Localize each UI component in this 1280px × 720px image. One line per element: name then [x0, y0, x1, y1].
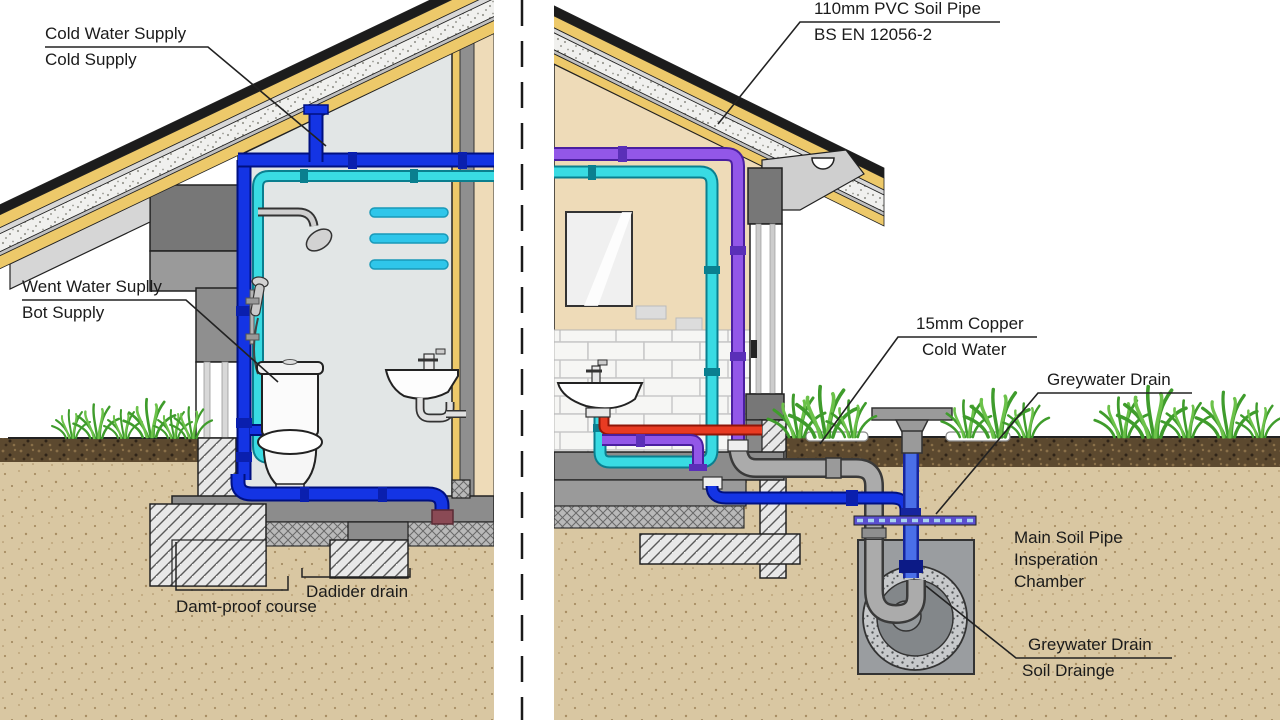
vent-branch-pipe	[602, 434, 707, 471]
label-line: Greywater Drain	[1047, 370, 1171, 389]
towel-rails	[369, 207, 449, 270]
basin-left	[384, 348, 466, 423]
label-line: Main Soil Pipe	[1014, 528, 1123, 547]
greywater-lower-leader	[925, 585, 1172, 659]
vent-pipe-right	[554, 146, 746, 442]
label-line: Chamber	[1014, 572, 1084, 591]
label-padded-drain: Dadider drain	[306, 579, 408, 605]
foundation-block-right	[639, 533, 801, 565]
label-line: 110mm PVC Soil Pipe	[814, 0, 981, 18]
basin-right	[556, 359, 644, 418]
left-house-section	[0, 0, 494, 720]
label-line: Cold Supply	[45, 50, 137, 69]
label-copper-cold-water: 15mm Copper Cold Water	[916, 311, 1024, 363]
greywater-upper-leader	[935, 392, 1192, 515]
cold-water-supply-leader	[45, 46, 327, 147]
label-line: Damt-proof course	[176, 597, 317, 616]
foundation-block-drain	[329, 539, 409, 579]
grass-right	[766, 384, 1280, 439]
cold-water-pipe-floor-run	[230, 474, 454, 525]
window-right	[749, 223, 783, 395]
label-greywater-drain-upper: Greywater Drain	[1047, 367, 1171, 393]
label-line: Cold Water Supply	[45, 24, 187, 43]
soil-stack	[899, 450, 923, 578]
label-line: Greywater Drain	[1028, 635, 1152, 654]
topsoil-left	[0, 438, 198, 462]
padded-drain-bracket	[301, 568, 411, 578]
label-greywater-drain-lower: Greywater Drain Soil Drainge	[1022, 632, 1152, 684]
label-line: Insperation	[1014, 550, 1099, 569]
label-main-soil-pipe: Main Soil Pipe Insperation Chamber	[1014, 527, 1123, 593]
label-cold-water-supply: Cold Water Supply Cold Supply	[45, 21, 186, 73]
label-line: Cold Water	[922, 340, 1007, 359]
copper-leader	[819, 336, 1037, 445]
damp-proof-bracket	[175, 542, 289, 591]
gutter-right	[811, 157, 835, 170]
label-line: Dadider drain	[306, 582, 409, 601]
section-gap	[494, 0, 554, 720]
label-line: Bot Supply	[22, 303, 105, 322]
drain-ferrule	[431, 509, 454, 525]
right-house-section	[554, 5, 1280, 720]
label-line: Soil Drainge	[1022, 661, 1115, 680]
label-soil-pipe: 110mm PVC Soil Pipe BS EN 12056-2	[814, 0, 981, 48]
gully-access	[871, 407, 953, 454]
vent-supply-leader	[22, 299, 279, 383]
eaves-right	[761, 149, 865, 211]
label-line: BS EN 12056-2	[814, 25, 933, 44]
label-line: Went Water Suplly	[22, 277, 162, 296]
label-vent-water-supply: Went Water Suplly Bot Supply	[22, 274, 162, 326]
soil-pipe-leader	[717, 21, 1000, 125]
roof-left	[0, 0, 494, 270]
mirror	[565, 211, 633, 307]
label-line: 15mm Copper	[916, 314, 1024, 333]
trap-over-chamber	[861, 527, 926, 625]
grass-left	[51, 397, 214, 440]
heating-pipe	[598, 414, 762, 436]
annotation-leaders	[22, 21, 1192, 659]
marker-tape	[853, 515, 977, 526]
label-damp-proof-course: Damt-proof course	[176, 594, 317, 620]
shower-head-icon	[305, 228, 333, 252]
shower	[245, 207, 333, 375]
